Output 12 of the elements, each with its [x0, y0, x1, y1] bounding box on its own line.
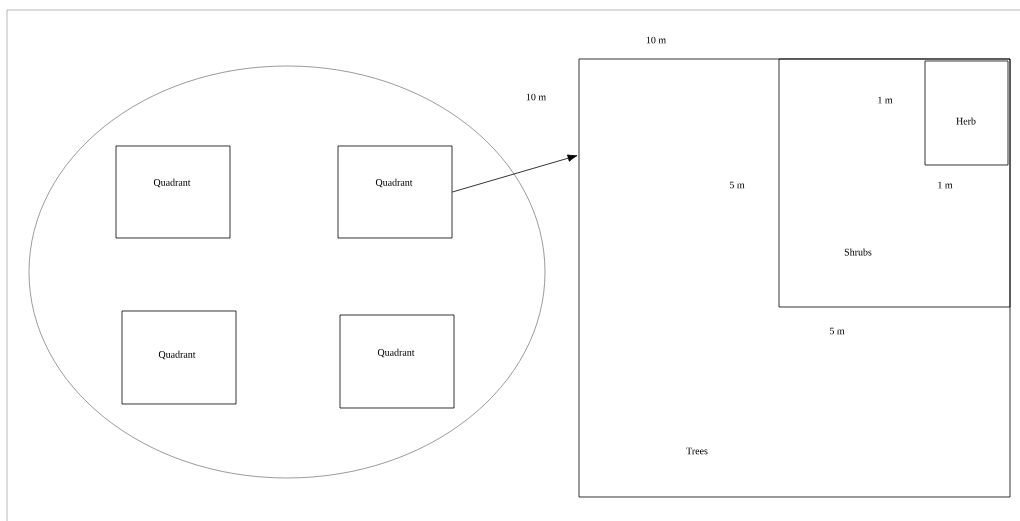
dimension-label: 10 m	[646, 36, 666, 44]
quadrant-box: Quadrant	[115, 145, 231, 239]
quadrant-box: Quadrant	[337, 145, 453, 239]
dimension-label: 1 m	[938, 181, 953, 189]
dimension-label: 5 m	[829, 327, 845, 335]
subplot-box: Herb	[924, 60, 1009, 166]
quadrant-box: Quadrant	[339, 314, 455, 409]
dimension-label: 10 m	[526, 93, 546, 101]
dimension-label: 1 m	[878, 96, 893, 104]
quadrant-box: Quadrant	[121, 310, 237, 405]
dimension-label: 5 m	[729, 181, 745, 189]
arrow	[452, 154, 578, 193]
